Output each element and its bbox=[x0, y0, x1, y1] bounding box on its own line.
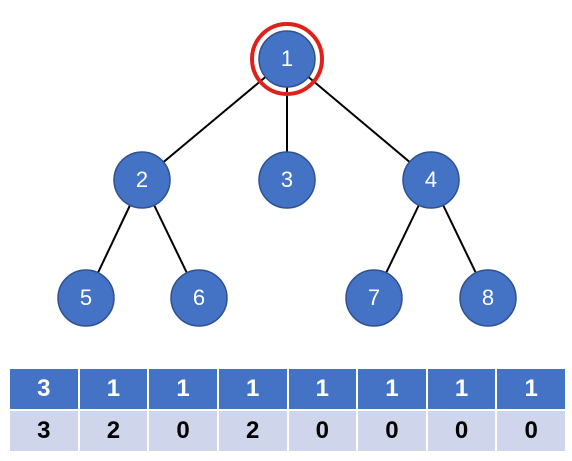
edge-1-4 bbox=[286, 58, 432, 181]
node-circle bbox=[459, 269, 517, 327]
table-cell: 1 bbox=[147, 367, 219, 411]
table-cell: 1 bbox=[425, 367, 498, 411]
table-cell: 3 bbox=[8, 367, 80, 411]
table-row-1: 3 1 1 1 1 1 1 1 bbox=[8, 367, 567, 411]
table-cell: 0 bbox=[286, 409, 359, 453]
tree-node-1: 1 bbox=[258, 30, 316, 88]
node-circle bbox=[57, 269, 115, 327]
node-label: 7 bbox=[368, 285, 380, 310]
tree-node-5: 5 bbox=[57, 269, 115, 327]
table-cell: 1 bbox=[286, 367, 359, 411]
node-circle bbox=[258, 30, 316, 88]
table-cell: 2 bbox=[77, 409, 150, 453]
tree-node-7: 7 bbox=[345, 269, 403, 327]
node-circle bbox=[258, 151, 316, 209]
node-label: 2 bbox=[136, 167, 148, 192]
value-table: 3 1 1 1 1 1 1 1 3 2 0 2 0 0 0 0 bbox=[8, 367, 567, 453]
node-label: 8 bbox=[482, 285, 494, 310]
table-cell: 3 bbox=[8, 409, 80, 453]
node-circle bbox=[402, 151, 460, 209]
tree-node-8: 8 bbox=[459, 269, 517, 327]
highlight-ring bbox=[250, 22, 324, 96]
table-cell: 2 bbox=[216, 409, 289, 453]
node-circle bbox=[170, 269, 228, 327]
node-circle bbox=[345, 269, 403, 327]
table-cell: 0 bbox=[356, 409, 428, 453]
tree-nodes: 1 2 3 4 5 6 7 8 bbox=[57, 30, 517, 327]
table-row-2: 3 2 0 2 0 0 0 0 bbox=[8, 409, 567, 453]
table-cell: 0 bbox=[495, 409, 567, 453]
node-label: 5 bbox=[80, 285, 92, 310]
tree-node-3: 3 bbox=[258, 151, 316, 209]
node-label: 1 bbox=[281, 46, 293, 71]
table-cell: 1 bbox=[216, 367, 289, 411]
edge-1-2 bbox=[141, 58, 288, 181]
tree-node-4: 4 bbox=[402, 151, 460, 209]
table-cell: 0 bbox=[425, 409, 498, 453]
tree-node-2: 2 bbox=[113, 151, 171, 209]
node-label: 3 bbox=[281, 167, 293, 192]
table-cell: 1 bbox=[77, 367, 150, 411]
tree-node-6: 6 bbox=[170, 269, 228, 327]
tree-diagram: 1 2 3 4 5 6 7 8 bbox=[57, 22, 517, 327]
table-cell: 1 bbox=[356, 367, 428, 411]
table-cell: 1 bbox=[495, 367, 567, 411]
table-cell: 0 bbox=[147, 409, 219, 453]
node-circle bbox=[113, 151, 171, 209]
node-label: 4 bbox=[425, 167, 437, 192]
node-label: 6 bbox=[193, 285, 205, 310]
